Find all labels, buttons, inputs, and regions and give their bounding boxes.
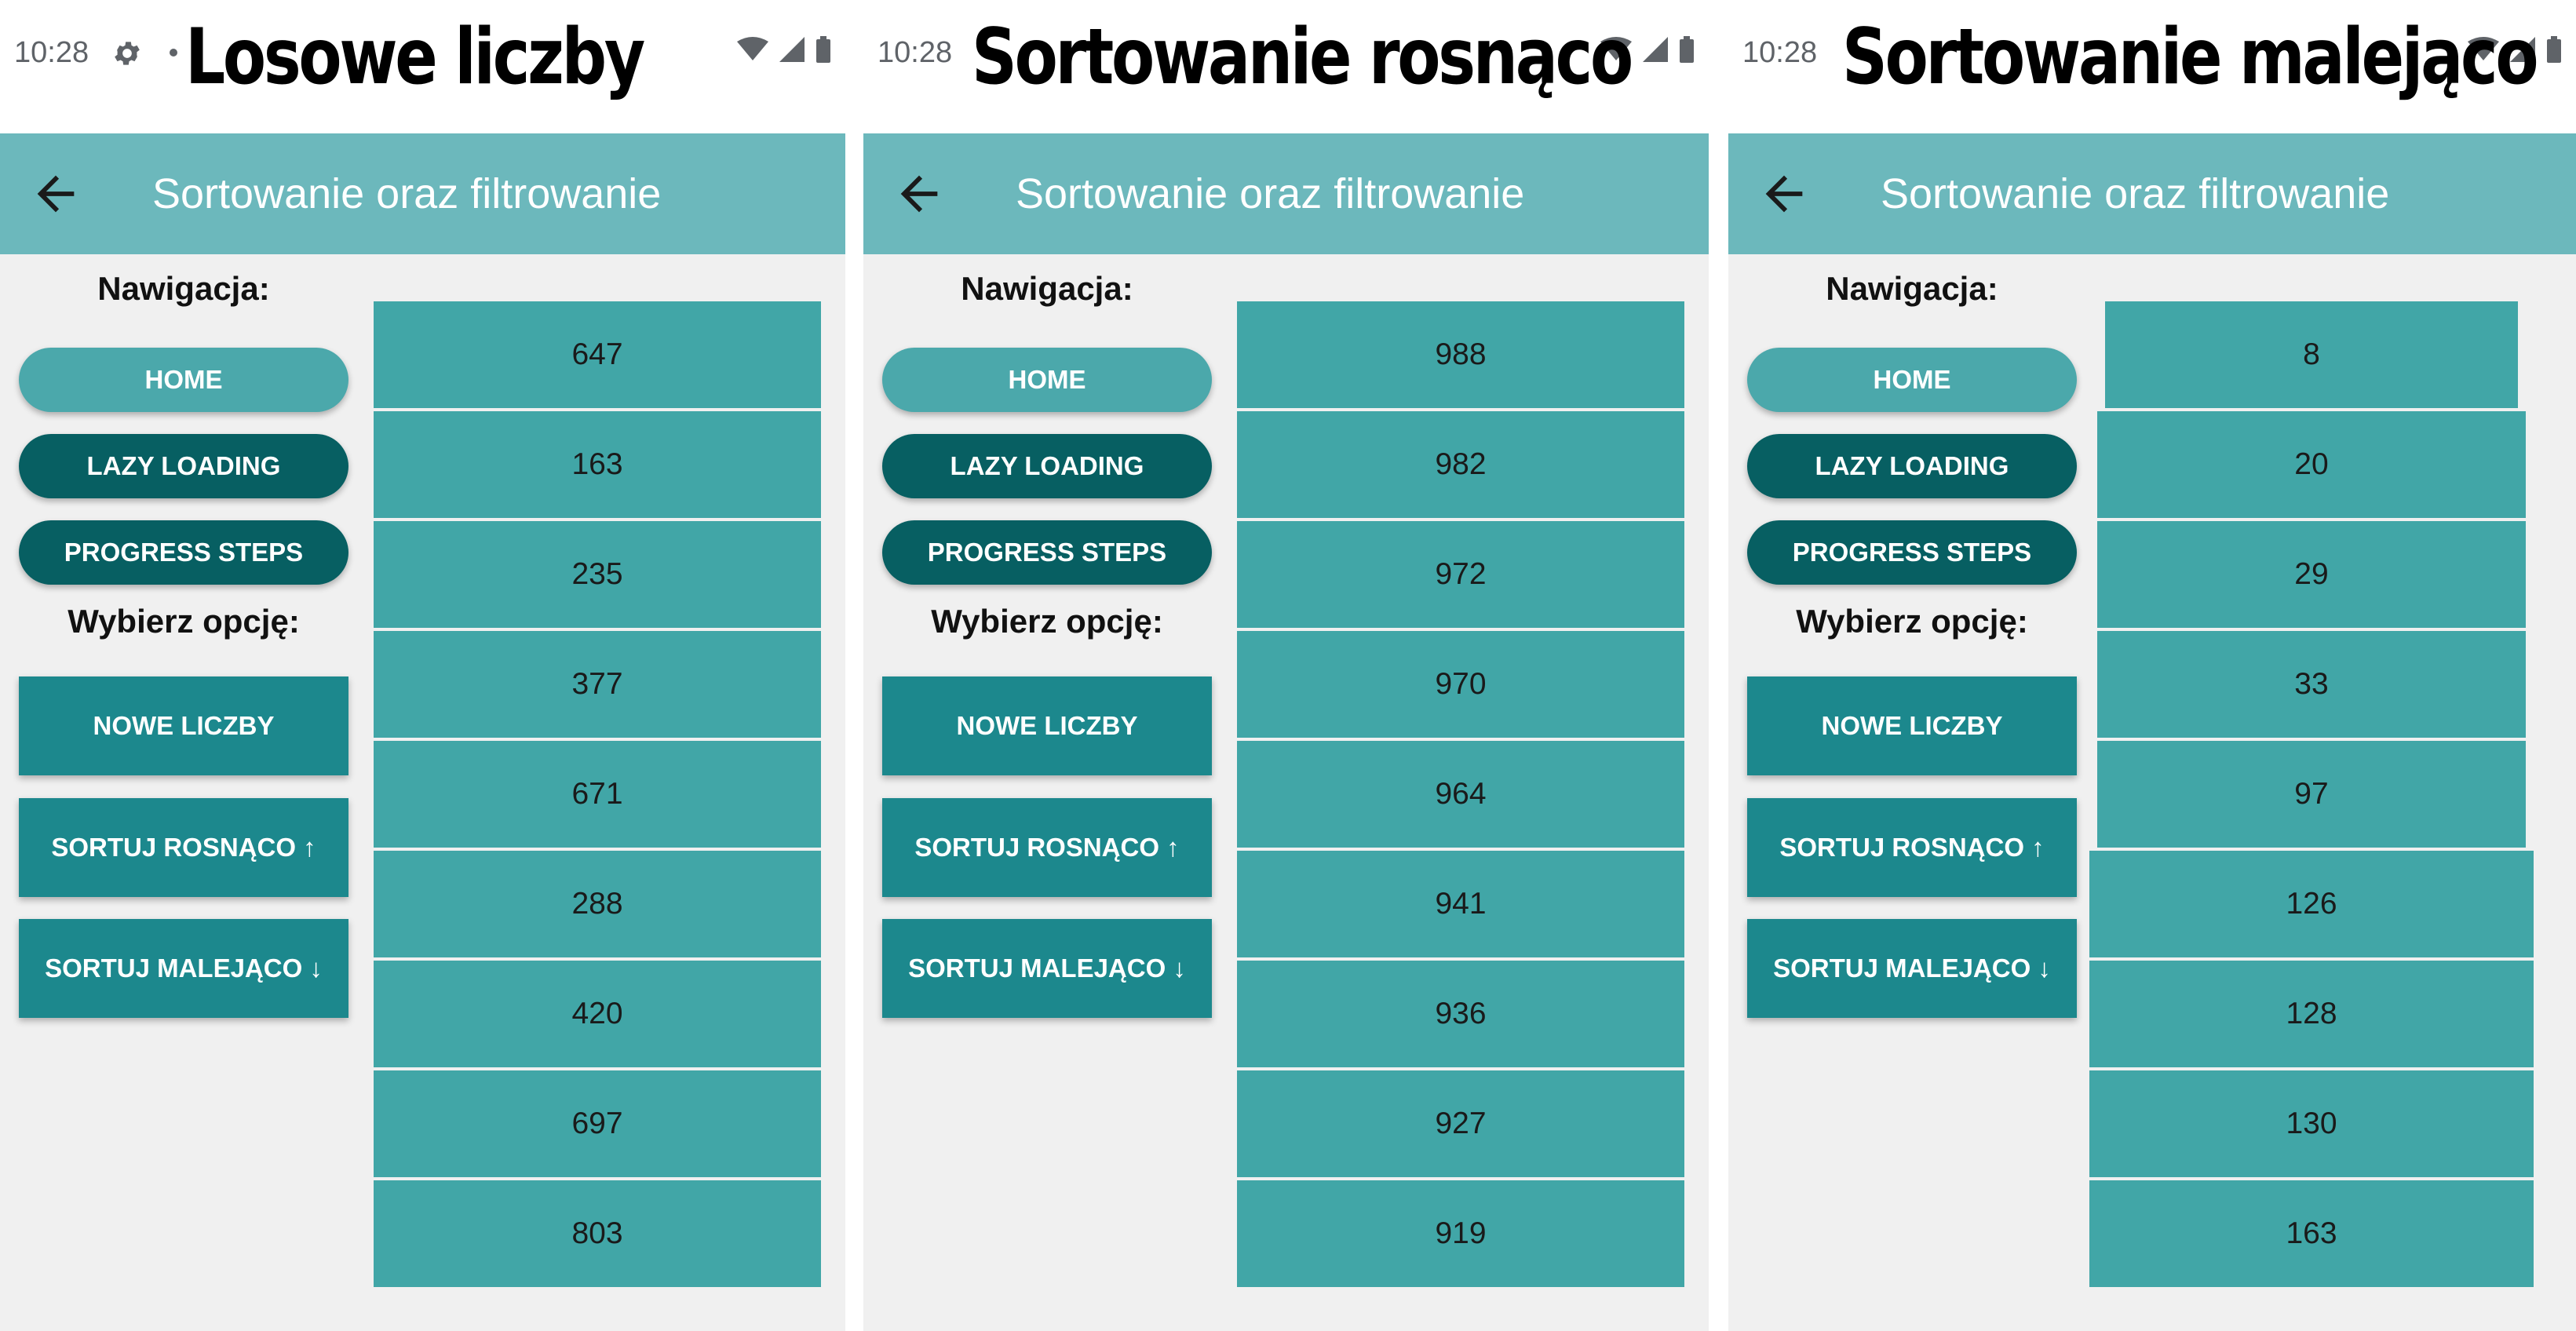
number-list-item: 97 [2097, 741, 2526, 848]
number-list-item: 671 [374, 741, 821, 848]
nav-home-button[interactable]: HOME [882, 348, 1212, 412]
number-list-item: 163 [2089, 1180, 2534, 1287]
options-heading: Wybierz opcję: [68, 603, 300, 640]
number-list-item: 377 [374, 631, 821, 738]
screen-sort-descending: 10:28 Sortowanie malejąco Sortowanie ora… [1728, 0, 2576, 1331]
settings-icon [115, 42, 140, 65]
status-time: 10:28 [1742, 36, 1818, 69]
sort-ascending-button[interactable]: SORTUJ ROSNĄCO ↑ [882, 798, 1212, 897]
app-bar: Sortowanie oraz filtrowanie [863, 133, 1709, 254]
number-list-item: 420 [374, 961, 821, 1067]
number-list-item: 988 [1237, 301, 1684, 408]
new-numbers-button[interactable]: NOWE LICZBY [19, 676, 348, 775]
sort-descending-button[interactable]: SORTUJ MALEJĄCO ↓ [19, 919, 348, 1018]
arrow-left-icon[interactable] [28, 166, 83, 221]
number-list-item: 647 [374, 301, 821, 408]
nav-home-button[interactable]: HOME [1747, 348, 2077, 412]
screen-caption: Sortowanie rosnąco [972, 13, 1633, 102]
arrow-left-icon[interactable] [892, 166, 947, 221]
wifi-icon [1600, 37, 1632, 60]
app-bar: Sortowanie oraz filtrowanie [1728, 133, 2576, 254]
number-list-item: 964 [1237, 741, 1684, 848]
number-list-item: 20 [2097, 411, 2526, 518]
sort-descending-button[interactable]: SORTUJ MALEJĄCO ↓ [1747, 919, 2077, 1018]
screen-caption: Sortowanie malejąco [1842, 13, 2539, 102]
status-time: 10:28 [14, 36, 89, 69]
sort-ascending-button[interactable]: SORTUJ ROSNĄCO ↑ [19, 798, 348, 897]
number-list-item: 288 [374, 851, 821, 957]
screen-caption: Losowe liczby [185, 13, 645, 102]
number-list-item: 970 [1237, 631, 1684, 738]
sort-descending-button[interactable]: SORTUJ MALEJĄCO ↓ [882, 919, 1212, 1018]
battery-icon [1680, 36, 1694, 63]
signal-icon [779, 37, 805, 62]
status-time: 10:28 [878, 36, 953, 69]
number-list-item: 697 [374, 1070, 821, 1177]
navigation-heading: Nawigacja: [1826, 270, 1998, 307]
notification-dot-icon [170, 49, 177, 57]
nav-progress-steps-button[interactable]: PROGRESS STEPS [1747, 520, 2077, 585]
content-area: Nawigacja: HOME LAZY LOADING PROGRESS ST… [1728, 254, 2576, 1331]
sort-ascending-button[interactable]: SORTUJ ROSNĄCO ↑ [1747, 798, 2077, 897]
options-heading: Wybierz opcję: [1796, 603, 2028, 640]
new-numbers-button[interactable]: NOWE LICZBY [1747, 676, 2077, 775]
wifi-icon [2468, 37, 2499, 60]
screen-sort-ascending: 10:28 Sortowanie rosnąco Sortowanie oraz… [863, 0, 1709, 1331]
nav-lazy-loading-button[interactable]: LAZY LOADING [882, 434, 1212, 498]
number-list-item: 33 [2097, 631, 2526, 738]
nav-lazy-loading-button[interactable]: LAZY LOADING [19, 434, 348, 498]
signal-icon [1643, 37, 1668, 62]
status-bar: 10:28 Losowe liczby [0, 0, 845, 133]
signal-icon [2510, 37, 2535, 62]
nav-home-button[interactable]: HOME [19, 348, 348, 412]
navigation-heading: Nawigacja: [961, 270, 1133, 307]
number-list-item: 163 [374, 411, 821, 518]
number-list-item: 941 [1237, 851, 1684, 957]
content-area: Nawigacja: HOME LAZY LOADING PROGRESS ST… [863, 254, 1709, 1331]
number-list-item: 803 [374, 1180, 821, 1287]
options-heading: Wybierz opcję: [931, 603, 1163, 640]
new-numbers-button[interactable]: NOWE LICZBY [882, 676, 1212, 775]
number-list-item: 936 [1237, 961, 1684, 1067]
number-list-item: 982 [1237, 411, 1684, 518]
navigation-heading: Nawigacja: [97, 270, 270, 307]
content-area: Nawigacja: HOME LAZY LOADING PROGRESS ST… [0, 254, 845, 1331]
screen-random-numbers: 10:28 Losowe liczby Sortowanie oraz filt… [0, 0, 845, 1331]
nav-progress-steps-button[interactable]: PROGRESS STEPS [882, 520, 1212, 585]
wifi-icon [737, 37, 768, 60]
nav-progress-steps-button[interactable]: PROGRESS STEPS [19, 520, 348, 585]
status-bar: 10:28 Sortowanie malejąco [1728, 0, 2576, 133]
number-list-item: 130 [2089, 1070, 2534, 1177]
number-list-item: 8 [2105, 301, 2518, 408]
nav-lazy-loading-button[interactable]: LAZY LOADING [1747, 434, 2077, 498]
number-list-item: 919 [1237, 1180, 1684, 1287]
battery-icon [816, 36, 830, 63]
app-bar-title: Sortowanie oraz filtrowanie [1881, 170, 2390, 217]
app-bar-title: Sortowanie oraz filtrowanie [152, 170, 662, 217]
battery-icon [2547, 36, 2561, 63]
number-list-item: 235 [374, 521, 821, 628]
status-bar: 10:28 Sortowanie rosnąco [863, 0, 1709, 133]
arrow-left-icon[interactable] [1757, 166, 1812, 221]
number-list-item: 972 [1237, 521, 1684, 628]
number-list-item: 128 [2089, 961, 2534, 1067]
app-bar: Sortowanie oraz filtrowanie [0, 133, 845, 254]
app-bar-title: Sortowanie oraz filtrowanie [1016, 170, 1525, 217]
number-list-item: 126 [2089, 851, 2534, 957]
number-list-item: 927 [1237, 1070, 1684, 1177]
number-list-item: 29 [2097, 521, 2526, 628]
